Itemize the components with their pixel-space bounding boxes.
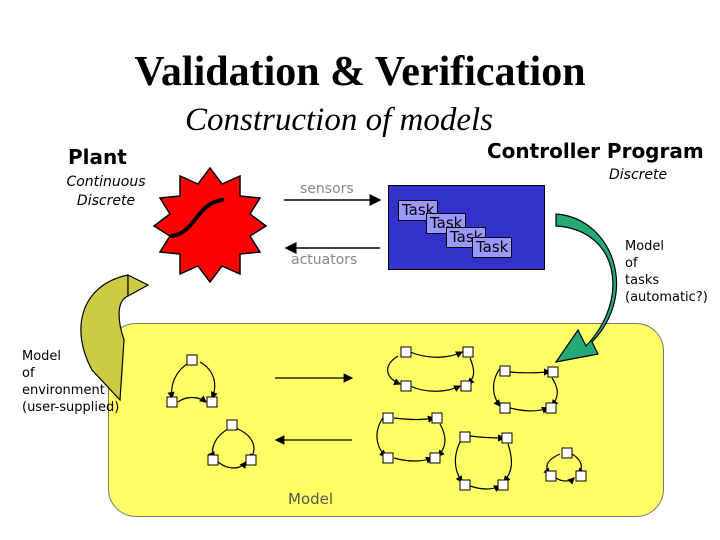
tasks-note-line: tasks — [625, 273, 660, 288]
controller-kind: Discrete — [609, 167, 668, 183]
task-model-arrow — [554, 213, 618, 363]
tasks-note-line: Model — [625, 239, 665, 254]
plant-kind-continuous: Continuous — [66, 174, 146, 190]
task-box-4: Task — [472, 237, 513, 258]
environment-model-arrow — [80, 274, 129, 402]
model-of-environment-note: Model of environment (user-supplied) — [22, 348, 119, 416]
plant-starburst-icon — [152, 166, 268, 284]
env-note-line: of — [22, 366, 35, 381]
plant-kinds: Continuous Discrete — [56, 173, 156, 211]
tasks-note-line: (automatic?) — [625, 290, 708, 305]
sensors-label: sensors — [300, 181, 354, 197]
env-note-line: (user-supplied) — [22, 400, 120, 415]
page-title: Validation & Verification — [134, 49, 586, 95]
env-note-line: environment — [22, 383, 105, 398]
page-subtitle: Construction of models — [185, 102, 494, 138]
plant-title: Plant — [68, 145, 127, 169]
model-label: Model — [288, 490, 334, 508]
controller-title: Controller Program — [487, 139, 704, 163]
tasks-note-line: of — [625, 256, 638, 271]
model-of-tasks-note: Model of tasks (automatic?) — [625, 238, 708, 306]
env-note-line: Model — [22, 349, 62, 364]
environment-automaton — [167, 361, 257, 469]
actuators-label: actuators — [291, 252, 358, 268]
controller-program-box: Task Task Task Task — [388, 185, 545, 270]
plant-kind-discrete: Discrete — [76, 193, 136, 209]
